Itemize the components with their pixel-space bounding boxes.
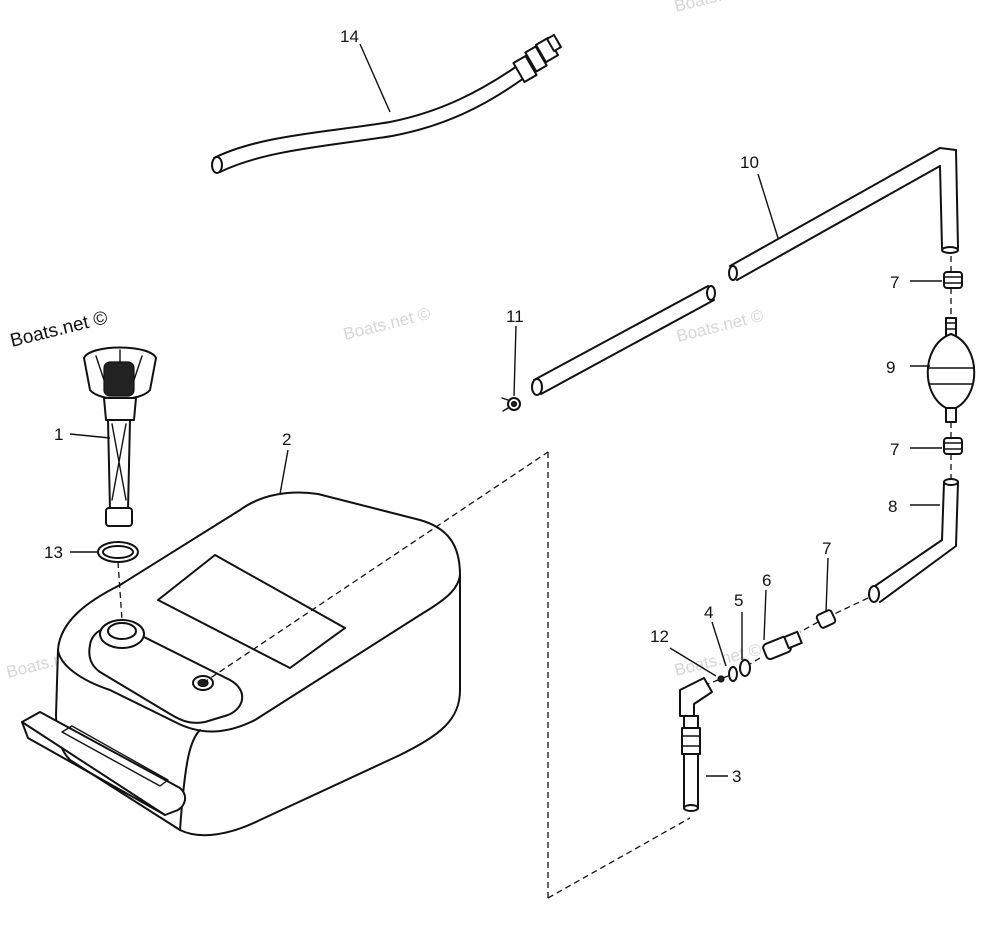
callout-8: 8 xyxy=(888,497,897,516)
connector-assembly xyxy=(679,609,837,812)
fuel-gauge-assembly xyxy=(83,346,157,563)
callout-14: 14 xyxy=(340,27,359,46)
callout-5: 5 xyxy=(734,591,743,610)
callout-7-bottom: 7 xyxy=(822,539,831,558)
primer-bulb-assembly xyxy=(829,256,976,617)
watermark-faint: Boats.net © xyxy=(674,306,765,346)
callout-leaders xyxy=(69,43,942,777)
callout-12: 12 xyxy=(650,627,669,646)
callout-10: 10 xyxy=(740,153,759,172)
callout-7-middle: 7 xyxy=(890,440,899,459)
routing-lines xyxy=(117,451,691,899)
callout-2: 2 xyxy=(282,430,291,449)
watermark-faint: Boats.net © xyxy=(672,0,763,16)
watermark-main: Boats.net © xyxy=(8,307,110,351)
callout-6: 6 xyxy=(762,571,771,590)
callout-11: 11 xyxy=(506,307,524,326)
callout-3: 3 xyxy=(732,767,741,786)
callout-labels: 14 10 11 7 9 7 8 7 6 5 4 12 3 2 1 13 xyxy=(44,27,899,786)
callout-7-top: 7 xyxy=(890,273,899,292)
watermark-faint: Boats.net © xyxy=(341,304,432,344)
fuel-line-hose xyxy=(211,33,562,174)
fuel-tube-assembly xyxy=(501,147,959,412)
callout-9: 9 xyxy=(886,358,895,377)
callout-13: 13 xyxy=(44,543,63,562)
fuel-tank xyxy=(21,491,461,837)
watermark-faint: Boats.net © xyxy=(672,640,763,680)
callout-4: 4 xyxy=(704,603,713,622)
callout-1: 1 xyxy=(54,425,63,444)
